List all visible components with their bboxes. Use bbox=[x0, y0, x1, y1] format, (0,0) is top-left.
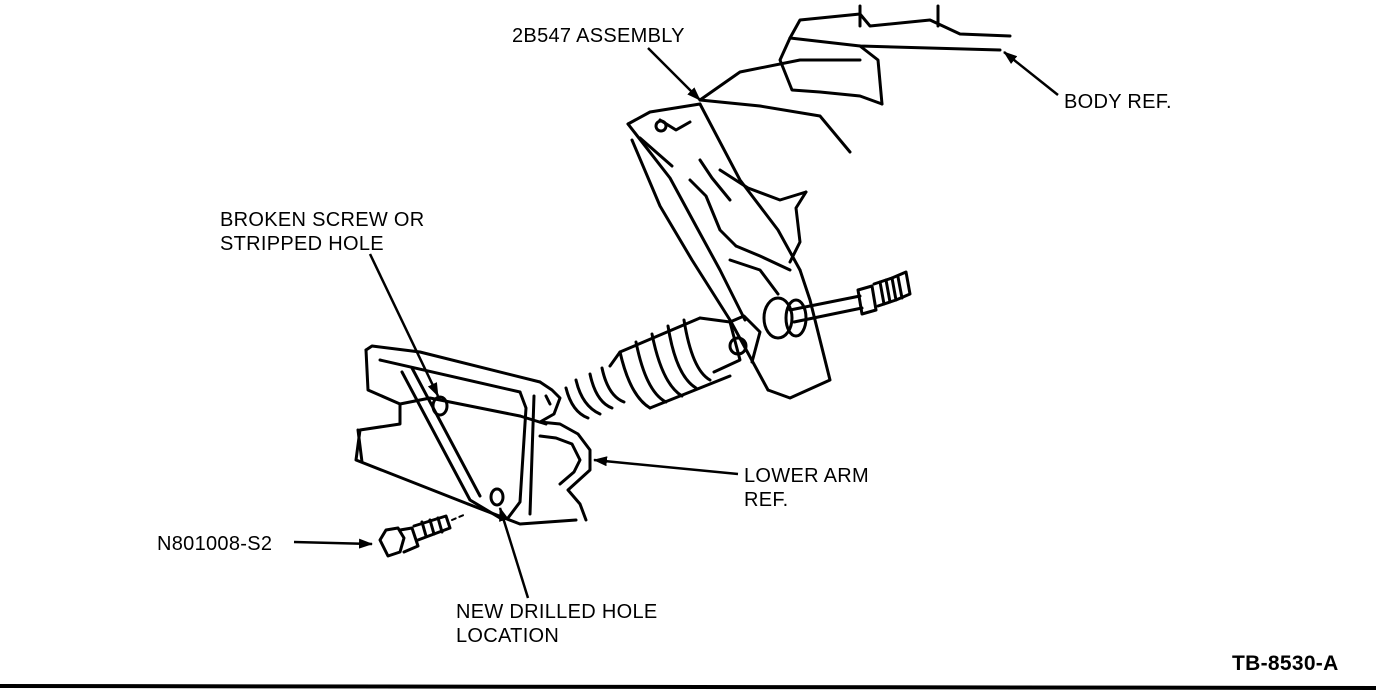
figure-reference: TB-8530-A bbox=[1232, 652, 1339, 675]
lower-channel-bracket bbox=[354, 344, 592, 526]
leader-screw bbox=[293, 538, 373, 549]
upper-assembly-bracket bbox=[626, 4, 1012, 400]
label-new-hole-line2: LOCATION bbox=[456, 625, 560, 647]
label-body-ref: BODY REF. bbox=[1064, 91, 1172, 113]
screw-n801008-s2 bbox=[378, 513, 467, 558]
label-broken-screw-line1: BROKEN SCREW OR bbox=[220, 209, 425, 231]
label-screw-part: N801008-S2 bbox=[157, 533, 273, 555]
spring-bellows bbox=[564, 314, 762, 420]
threaded-stud bbox=[762, 270, 912, 340]
leader-body-ref bbox=[1003, 51, 1059, 96]
label-lower-arm-line1: LOWER ARM bbox=[744, 465, 869, 487]
label-assembly: 2B547 ASSEMBLY bbox=[512, 25, 685, 47]
label-new-hole-line1: NEW DRILLED HOLE bbox=[456, 601, 658, 623]
leader-new-hole bbox=[498, 507, 530, 599]
bottom-border-line bbox=[0, 684, 1376, 690]
leader-lower-arm bbox=[593, 456, 739, 476]
label-lower-arm-line2: REF. bbox=[744, 489, 789, 511]
label-broken-screw-line2: STRIPPED HOLE bbox=[220, 233, 384, 255]
leader-broken-screw bbox=[368, 253, 440, 397]
leader-assembly bbox=[647, 47, 701, 101]
